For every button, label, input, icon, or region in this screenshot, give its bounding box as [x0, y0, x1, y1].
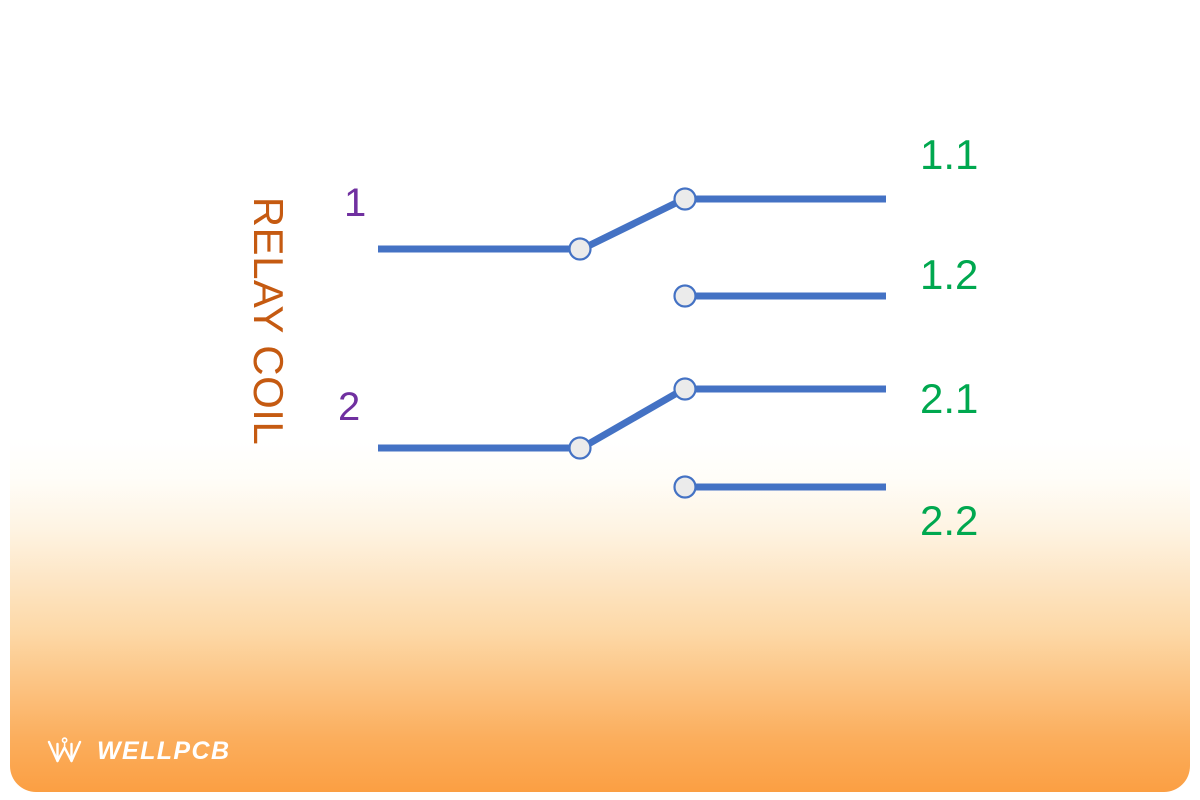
switch-1-blade [574, 195, 688, 255]
switch-2 [378, 377, 886, 499]
switch-1-pivot-node [568, 237, 592, 261]
relay-schematic [378, 187, 886, 499]
switch-2-blade [574, 385, 688, 454]
contact-2-2-node [673, 475, 697, 499]
wellpcb-logo-text: WELLPCB [97, 736, 231, 765]
contact-1-2-node [673, 284, 697, 308]
contact-1-2-label: 1.2 [920, 251, 979, 298]
contact-1-1-label: 1.1 [920, 131, 979, 178]
wellpcb-logo: WELLPCB [46, 732, 230, 770]
switch-2-pivot-node [568, 436, 592, 460]
contact-2-1-node [673, 377, 697, 401]
wellpcb-w-mark-icon [47, 737, 82, 763]
relay-coil-label-text: RELAY COIL [245, 196, 292, 446]
coil-terminal-1-label: 1 [344, 181, 367, 225]
coil-terminal-2-label: 2 [338, 385, 361, 429]
contact-2-2-label: 2.2 [920, 497, 979, 544]
contact-1-1-node [673, 187, 697, 211]
diagram-card: RELAY COIL 1 2 1.1 1.2 2.1 2.2 WELLPCB [10, 8, 1190, 792]
relay-coil-label: RELAY COIL [242, 176, 294, 466]
contact-2-1-label: 2.1 [920, 375, 979, 422]
switch-1 [378, 187, 886, 308]
